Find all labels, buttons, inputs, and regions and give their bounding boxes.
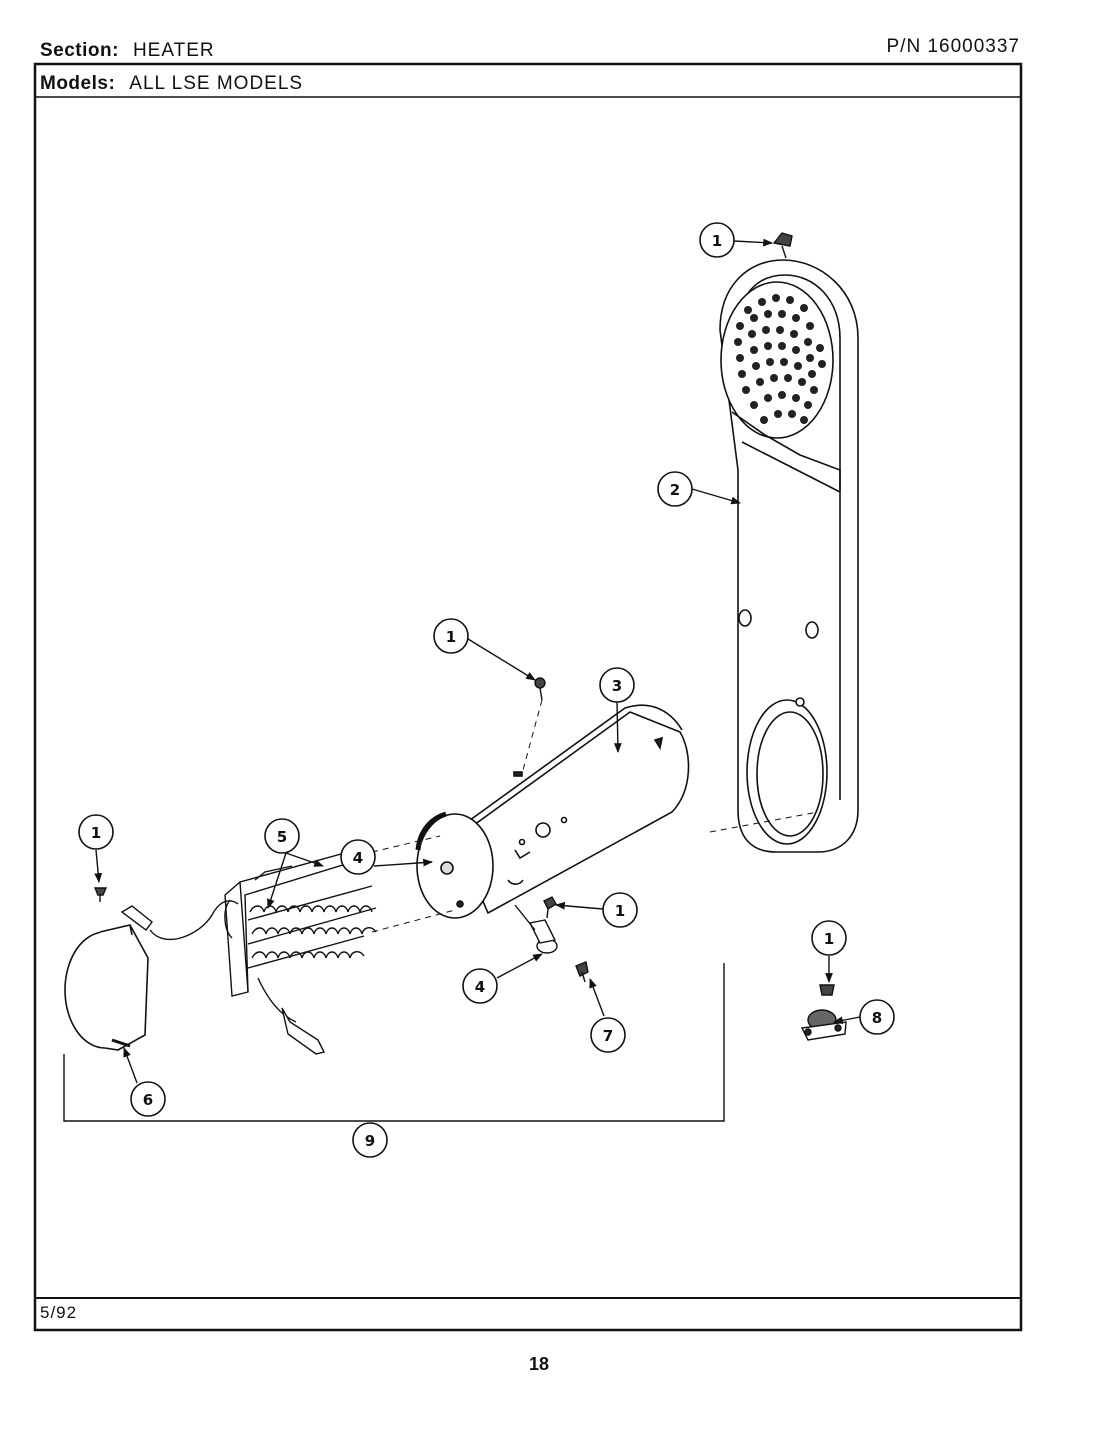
grille-holes (734, 294, 826, 424)
callout-1-housing-screw: 1 (433, 618, 469, 654)
svg-text:6: 6 (143, 1091, 153, 1109)
models-label: Models: (40, 73, 116, 94)
thermostat-part-8 (800, 1009, 847, 1041)
section-label: Section: (40, 40, 119, 61)
small-parts (93, 232, 847, 1041)
svg-text:8: 8 (872, 1009, 882, 1027)
section-header: Section: HEATER (40, 40, 215, 62)
bracket-part-4 (514, 904, 558, 954)
callout-5-element: 5 (264, 818, 300, 854)
callout-1-top-screw: 1 (699, 222, 735, 258)
svg-text:3: 3 (612, 677, 622, 695)
callout-7-screw: 7 (590, 1017, 626, 1053)
svg-text:7: 7 (603, 1027, 613, 1045)
models-value: ALL LSE MODELS (129, 73, 304, 94)
section-value: HEATER (132, 40, 215, 61)
callout-1-left-screw: 1 (78, 814, 114, 850)
models-header: Models: ALL LSE MODELS (40, 73, 303, 95)
svg-text:1: 1 (615, 902, 625, 920)
leader-arrows (94, 238, 861, 1084)
svg-text:1: 1 (712, 232, 722, 250)
svg-text:2: 2 (670, 481, 680, 499)
screw-left (93, 887, 108, 902)
callout-6-cover: 6 (130, 1081, 166, 1117)
callout-1-side-screw: 1 (602, 892, 638, 928)
svg-text:4: 4 (475, 978, 485, 996)
callout-2-bulkhead: 2 (657, 471, 693, 507)
lead-wire (120, 900, 239, 941)
callout-3-housing: 3 (599, 667, 635, 703)
callout-8-thermostat: 8 (859, 999, 895, 1035)
coil-row-3 (251, 951, 365, 959)
alignment-lines (371, 699, 819, 933)
screw-part-7 (575, 961, 589, 983)
screw-top (772, 232, 793, 259)
coil-row-2 (251, 927, 377, 935)
svg-text:9: 9 (365, 1132, 375, 1150)
assembly-bracket (63, 963, 725, 1122)
callouts: 1 2 1 3 5 4 1 1 1 4 7 8 6 9 (78, 222, 895, 1158)
screw-housing (534, 677, 546, 701)
callout-4-top: 4 (340, 839, 376, 875)
svg-text:1: 1 (91, 824, 101, 842)
svg-text:1: 1 (446, 628, 456, 646)
element-cover (64, 924, 149, 1051)
heater-element (224, 844, 377, 1055)
revision-date: 5/92 (40, 1303, 78, 1322)
svg-text:4: 4 (353, 849, 363, 867)
page-frame (33, 62, 1023, 1332)
svg-text:5: 5 (277, 828, 287, 846)
page-number: 18 (528, 1354, 550, 1374)
heater-housing (415, 704, 690, 919)
bulkhead-panel (719, 259, 859, 853)
screw-side (543, 896, 557, 919)
part-number: P/N 16000337 (886, 36, 1020, 57)
callout-4-bottom: 4 (462, 968, 498, 1004)
callout-1-thermostat-screw: 1 (811, 920, 847, 956)
svg-text:1: 1 (824, 930, 834, 948)
callout-9-assembly: 9 (352, 1122, 388, 1158)
thermostat-screw (819, 984, 835, 996)
